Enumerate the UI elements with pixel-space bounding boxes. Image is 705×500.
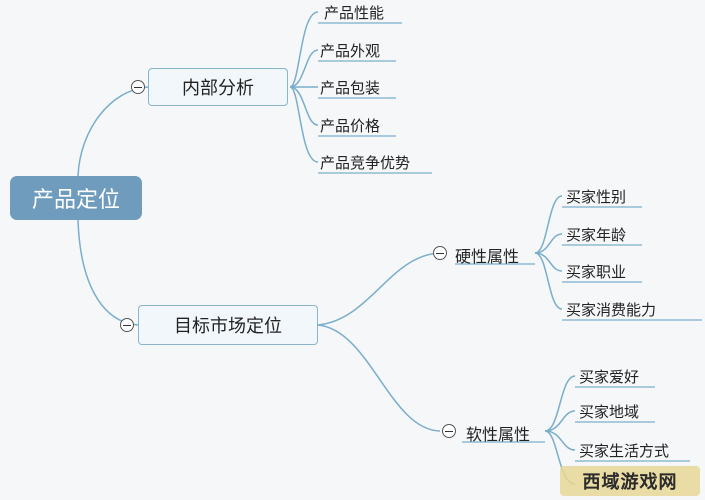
internal-analysis-node[interactable]: 内部分析 — [148, 68, 288, 106]
internal-item-appearance[interactable]: 产品外观 — [320, 42, 381, 60]
hard-item-age[interactable]: 买家年龄 — [566, 226, 627, 244]
internal-item-packaging[interactable]: 产品包装 — [320, 79, 381, 97]
connector-soft-1 — [544, 375, 576, 432]
hard-item-occupation[interactable]: 买家职业 — [566, 263, 627, 281]
connector-internal-4 — [289, 86, 319, 126]
internal-item-price[interactable]: 产品价格 — [320, 117, 381, 135]
connector-soft-3 — [544, 430, 576, 451]
soft-item-region[interactable]: 买家地域 — [579, 403, 640, 421]
soft-item-lifestyle[interactable]: 买家生活方式 — [579, 442, 670, 460]
connector-root-internal — [77, 86, 149, 177]
root-node[interactable]: 产品定位 — [10, 176, 142, 220]
collapse-toggle-soft[interactable] — [442, 424, 456, 438]
collapse-toggle-hard[interactable] — [433, 246, 447, 260]
soft-attributes-label[interactable]: 软性属性 — [466, 425, 531, 444]
root-label: 产品定位 — [31, 188, 120, 213]
hard-item-spending[interactable]: 买家消费能力 — [566, 301, 657, 319]
watermark-text: 西域游戏网 — [582, 472, 678, 493]
internal-item-advantage[interactable]: 产品竞争优势 — [320, 154, 411, 172]
soft-item-hobby[interactable]: 买家爱好 — [579, 368, 640, 386]
internal-item-performance[interactable]: 产品性能 — [324, 4, 385, 22]
connector-internal-1 — [289, 11, 319, 88]
connector-soft-2 — [544, 410, 576, 432]
collapse-toggle-market[interactable] — [120, 318, 134, 332]
connector-internal-5 — [289, 86, 319, 163]
connector-hard-2 — [534, 233, 563, 254]
connector-market-hard — [317, 252, 441, 326]
hard-item-gender[interactable]: 买家性别 — [566, 188, 627, 206]
internal-analysis-label: 内部分析 — [182, 78, 254, 99]
connector-market-soft — [317, 324, 441, 432]
hard-attributes-label[interactable]: 硬性属性 — [455, 247, 520, 266]
target-market-label: 目标市场定位 — [174, 316, 282, 337]
watermark-logo: 西域游戏网 — [560, 466, 700, 496]
connector-hard-1 — [534, 195, 563, 254]
connector-root-market — [77, 219, 139, 326]
connector-internal-2 — [289, 49, 319, 88]
collapse-toggle-internal[interactable] — [131, 80, 145, 94]
target-market-node[interactable]: 目标市场定位 — [138, 305, 318, 345]
connector-hard-4 — [534, 252, 563, 310]
